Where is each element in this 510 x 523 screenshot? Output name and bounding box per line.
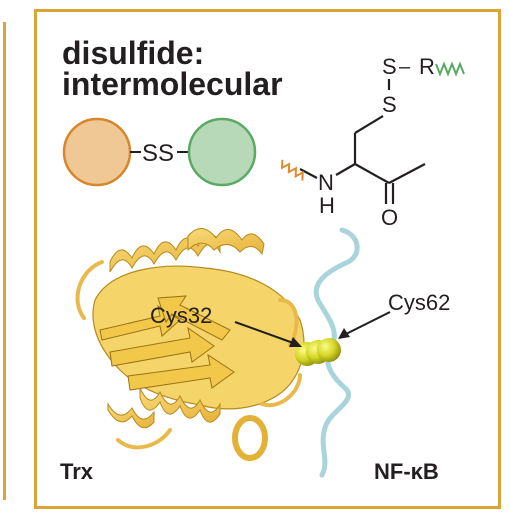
domain-schematic: SS [62, 117, 257, 187]
cys32-arrowhead [289, 337, 302, 347]
r-group-squiggle [435, 61, 465, 77]
oxygen-label: O [381, 205, 398, 230]
trx-loops [75, 260, 302, 450]
cys62-label: Cys62 [388, 290, 450, 315]
trx-protein-ribbon [75, 228, 305, 461]
cys32-label: Cys32 [150, 303, 212, 328]
helix-top [109, 228, 265, 273]
cys62-arrow-line [343, 311, 391, 336]
right-domain-circle [187, 117, 257, 187]
bond-n-backbone [299, 168, 318, 179]
cys32-arrow-line [234, 321, 297, 345]
bond-calpha-n [335, 163, 356, 176]
disulfide-bond-label: SS [142, 140, 174, 167]
sulfur-bottom-label: S [382, 92, 397, 117]
disulfide-sulfur-atoms [295, 338, 341, 366]
panel-title: disulfide: intermolecular [62, 35, 283, 102]
beta-sheet [99, 295, 235, 391]
nfkb-label: NF-κB [374, 459, 439, 484]
title-line-2: intermolecular [62, 66, 283, 102]
title-line-1: disulfide: [62, 35, 205, 71]
bond-calpha-carbonyl [354, 163, 390, 184]
cysteine-structure: S – R S N H O [280, 54, 465, 230]
sulfur-top-label: S [382, 54, 397, 79]
left-domain-circle [62, 117, 132, 187]
hydrogen-label: H [319, 193, 335, 218]
adjacent-panel-edge [0, 22, 6, 500]
trx-label: Trx [60, 459, 94, 484]
bond-carbonyl-methyl [388, 163, 426, 184]
cys62-arrowhead [338, 328, 350, 339]
n-terminal-squiggle [280, 159, 304, 181]
sulfur-sphere-cys62 [317, 338, 341, 362]
r-group-label: R [419, 54, 435, 79]
bond-s-ch2 [354, 115, 384, 134]
helix-bottom [107, 387, 268, 461]
nitrogen-label: N [318, 170, 334, 195]
s-r-dash: – [399, 56, 411, 78]
